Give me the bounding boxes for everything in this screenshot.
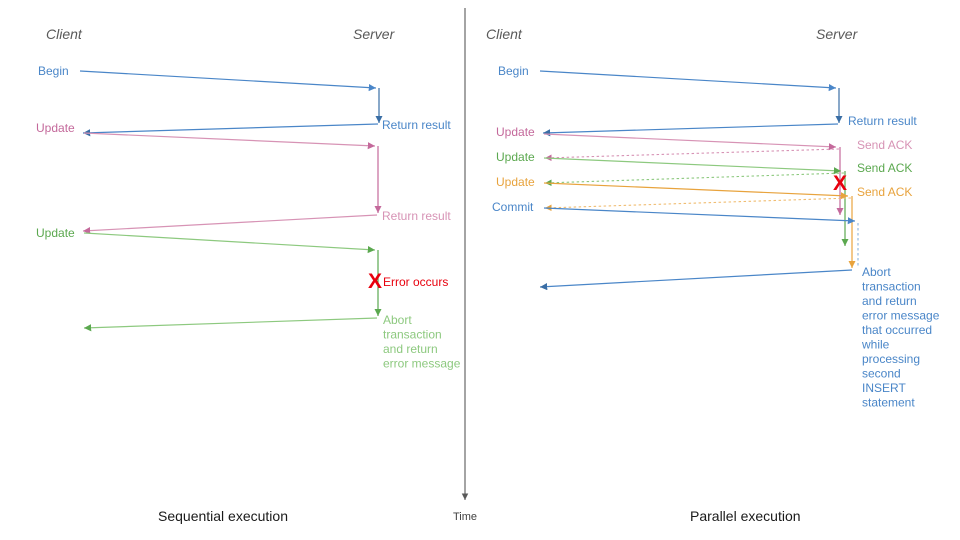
message-update-2-label: Update <box>496 150 535 164</box>
message-begin: Begin <box>38 64 377 92</box>
message-return-result-2-label: Return result <box>382 209 451 223</box>
server-header: Server <box>816 26 859 42</box>
time-axis-label: Time <box>453 511 477 523</box>
message-update-2: Update <box>36 226 376 254</box>
message-update-3: Update <box>496 175 849 200</box>
message-send-ack-2: Send ACK <box>544 161 912 187</box>
message-return-result-2: Return result <box>82 209 451 235</box>
panel-parallel: Client Server Begin Return result Update… <box>486 26 940 524</box>
message-update-1-label: Update <box>36 121 75 135</box>
error-label: Error occurs <box>383 275 448 289</box>
server-header: Server <box>353 26 396 42</box>
client-header: Client <box>486 26 523 42</box>
panel-parallel-caption: Parallel execution <box>690 508 801 524</box>
message-update-2-label: Update <box>36 226 75 240</box>
message-send-ack-2-label: Send ACK <box>857 161 912 175</box>
error-x-icon: X <box>368 270 382 293</box>
message-send-ack-3-label: Send ACK <box>857 185 912 199</box>
message-begin-label: Begin <box>498 64 529 78</box>
client-header: Client <box>46 26 83 42</box>
message-commit-label: Commit <box>492 200 534 214</box>
message-return-result-label: Return result <box>848 114 917 128</box>
message-update-1: Update <box>496 125 837 151</box>
time-axis: Time <box>453 8 477 523</box>
error-marker: X <box>833 172 847 195</box>
panel-sequential-caption: Sequential execution <box>158 508 288 524</box>
message-return-result-1-label: Return result <box>382 118 451 132</box>
error-marker: X Error occurs <box>368 270 448 293</box>
panel-sequential: Client Server Begin Return result Update <box>36 26 461 524</box>
message-begin-label: Begin <box>38 64 69 78</box>
message-commit: Commit <box>492 200 856 225</box>
message-return-result-1: Return result <box>82 118 451 137</box>
message-return-result: Return result <box>542 114 917 137</box>
message-send-ack-1-label: Send ACK <box>857 138 912 152</box>
message-send-ack-3: Send ACK <box>544 185 912 212</box>
message-send-ack-1: Send ACK <box>544 138 912 162</box>
error-x-icon: X <box>833 172 847 195</box>
message-update-2: Update <box>496 150 842 175</box>
message-update-1: Update <box>36 121 376 150</box>
message-update-1-label: Update <box>496 125 535 139</box>
message-begin: Begin <box>498 64 837 92</box>
message-update-3-label: Update <box>496 175 535 189</box>
